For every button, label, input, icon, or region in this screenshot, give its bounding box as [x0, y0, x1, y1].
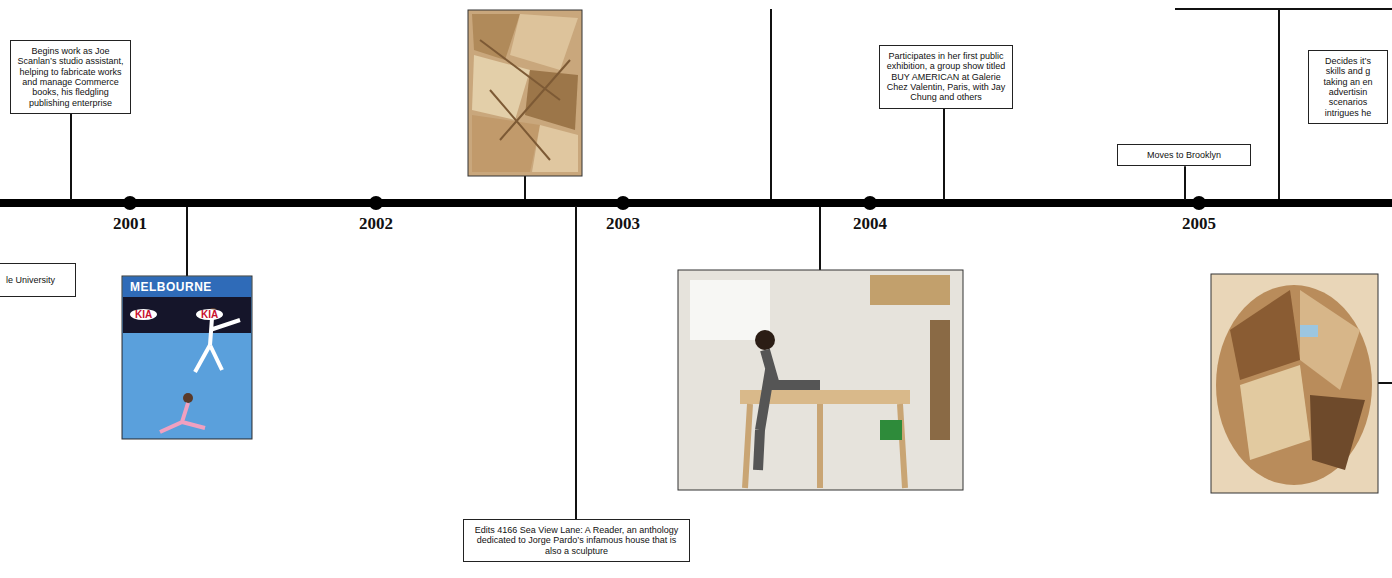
artwork-photo: [1211, 274, 1378, 493]
photo-band: [123, 277, 251, 297]
event-box: le University: [0, 263, 76, 297]
year-label: 2002: [359, 214, 393, 234]
photo-text: MELBOURNE: [130, 280, 212, 294]
wood-edge: [480, 40, 570, 160]
leader-line: [575, 206, 577, 519]
event-box: Edits 4166 Sea View Lane: A Reader, an a…: [463, 519, 690, 562]
year-dot: [1192, 196, 1206, 210]
wood-piece: [1230, 290, 1300, 380]
artwork-photo: [468, 10, 582, 176]
leader-line: [70, 114, 72, 200]
event-text: le University: [6, 275, 69, 285]
clamps: [870, 275, 950, 305]
year-dot: [616, 196, 630, 210]
leader-line: [1278, 9, 1280, 200]
event-text: Decides it’s skills and g taking an en a…: [1315, 56, 1381, 118]
photo-text: KIA: [130, 309, 157, 320]
leader-line: [186, 206, 188, 276]
person: [758, 350, 820, 470]
year-dot: [863, 196, 877, 210]
wood-piece: [1310, 395, 1365, 470]
event-box: Begins work as Joe Scanlan’s studio assi…: [10, 40, 131, 114]
event-text: Moves to Brooklyn: [1124, 150, 1244, 160]
wood-piece: [1300, 290, 1360, 390]
event-box: Moves to Brooklyn: [1117, 144, 1251, 166]
wood-piece: [472, 55, 530, 120]
year-dot: [369, 196, 383, 210]
wood-collage: [1216, 285, 1372, 485]
event-box: Participates in her first public exhibit…: [879, 45, 1013, 109]
player: [160, 403, 205, 432]
leader-line: [770, 9, 772, 200]
bin: [880, 420, 902, 440]
year-dot: [123, 196, 137, 210]
leader-line: [524, 176, 526, 200]
event-box: Decides it’s skills and g taking an en a…: [1308, 50, 1388, 124]
court: [123, 333, 251, 438]
leader-line: [819, 206, 821, 270]
year-label: 2004: [853, 214, 887, 234]
year-label: 2005: [1182, 214, 1216, 234]
tennis-photo: [122, 276, 252, 439]
year-label: 2003: [606, 214, 640, 234]
timeline-bar: [0, 199, 1392, 207]
photo-band: [123, 297, 251, 333]
studio-photo: [678, 270, 963, 490]
leader-line: [1378, 382, 1392, 384]
event-text: Begins work as Joe Scanlan’s studio assi…: [17, 46, 124, 108]
wood-piece: [472, 115, 540, 172]
leader-line: [1184, 166, 1186, 200]
window: [690, 280, 770, 340]
leader-line: [1175, 8, 1392, 10]
person: [755, 330, 775, 350]
table-leg: [745, 404, 905, 488]
wood-piece: [1240, 365, 1310, 460]
event-text: Participates in her first public exhibit…: [886, 51, 1006, 103]
wood-piece: [1300, 325, 1318, 337]
year-label: 2001: [113, 214, 147, 234]
event-text: Edits 4166 Sea View Lane: A Reader, an a…: [470, 525, 683, 556]
player: [183, 393, 193, 403]
shelf: [930, 320, 950, 440]
photo-text: KIA: [196, 309, 223, 320]
player: [195, 318, 240, 372]
leader-line: [943, 109, 945, 200]
